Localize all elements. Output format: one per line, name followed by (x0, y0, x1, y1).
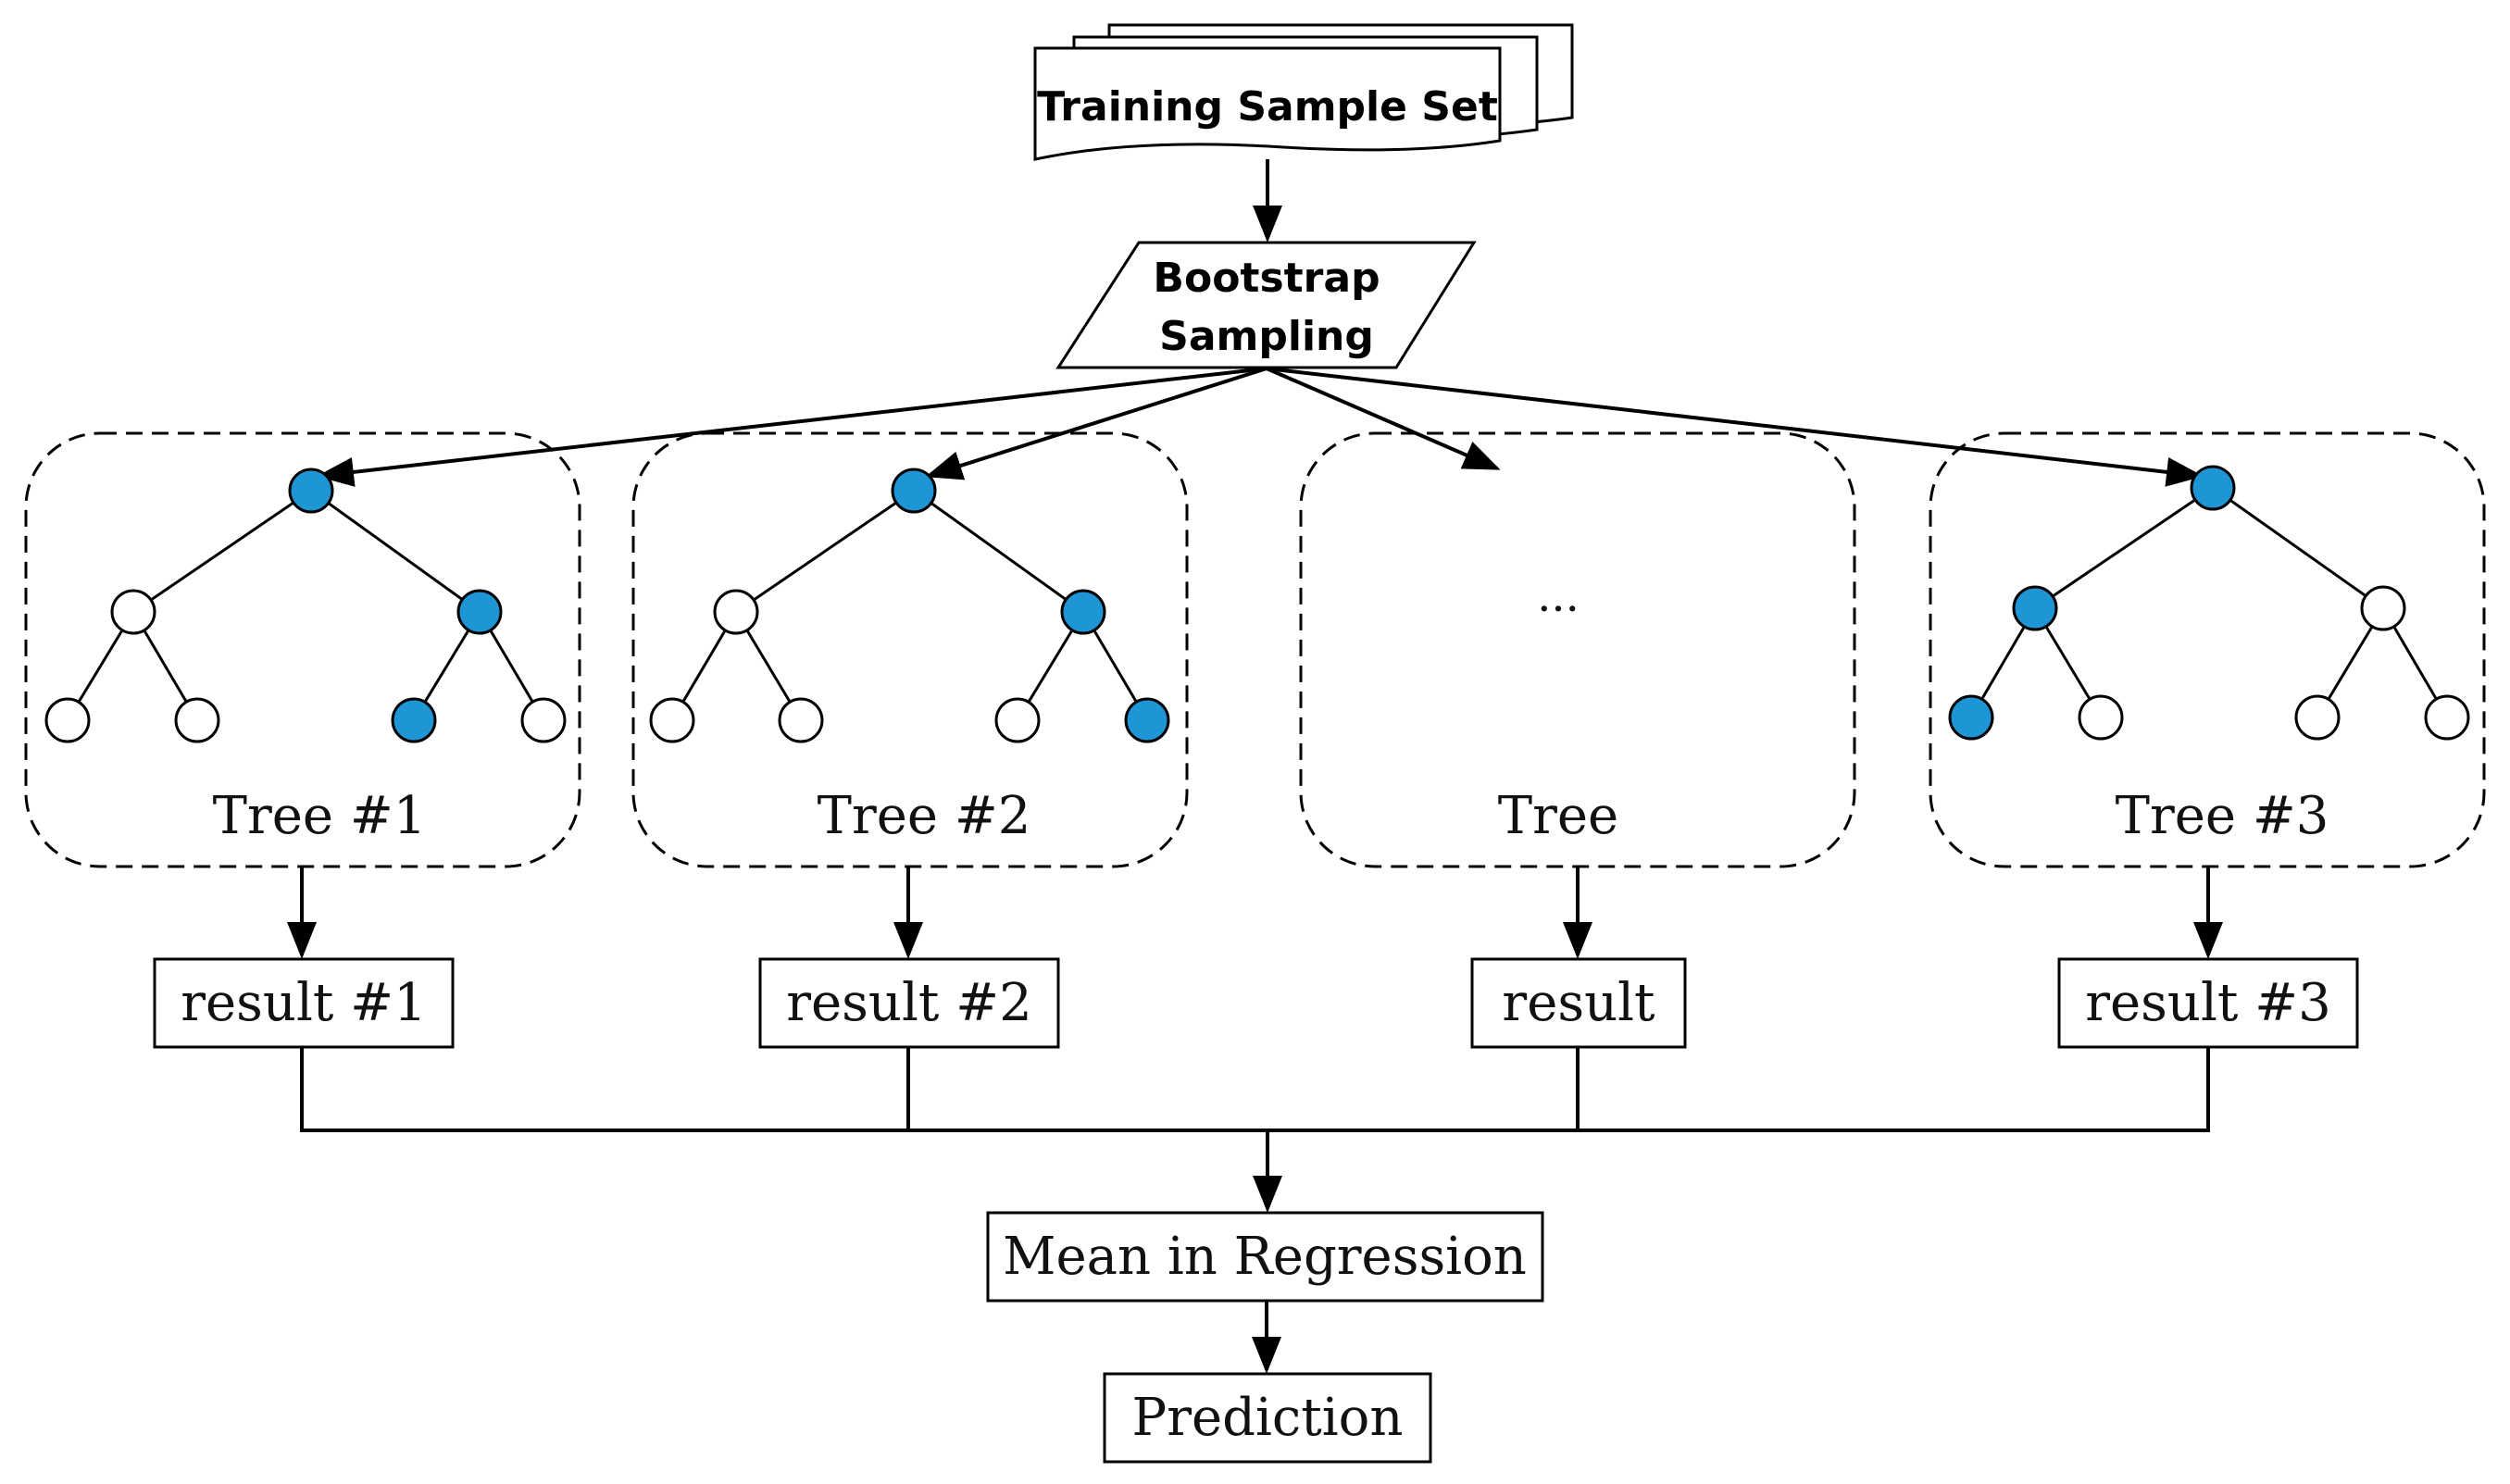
tree-3-left-right-node (2078, 694, 2124, 741)
tree-2-left-left-node (649, 697, 695, 743)
result-2-node: result #2 (758, 957, 1060, 1049)
tree-3-label: Tree #3 (2116, 786, 2329, 846)
tree-1-left-left-node (44, 697, 91, 743)
tree-2-right-right-node (1124, 697, 1170, 743)
tree-2-group: Tree #2 (631, 431, 1189, 868)
tree-2-left-right-node (778, 697, 824, 743)
result-placeholder-box (1470, 957, 1687, 1049)
result-1-label: result #1 (181, 973, 426, 1033)
document-front (1033, 46, 1502, 161)
tree-2-label: Tree #2 (818, 786, 1031, 846)
result-1-box (153, 957, 455, 1049)
arrow-to-tree-1 (317, 367, 1267, 487)
training-sample-set-label: Training Sample Set (1037, 83, 1498, 131)
tree-3-right-node (2360, 585, 2406, 631)
tree-3-root-node (2190, 465, 2236, 511)
tree-to-result-arrows (287, 867, 2223, 959)
result-3-node: result #3 (2057, 957, 2359, 1049)
tree-placeholder-group: ... Tree (1299, 431, 1856, 868)
bootstrap-to-tree-arrows (317, 367, 2204, 487)
result-3-box (2057, 957, 2359, 1049)
tree-2-right-left-node (994, 697, 1041, 743)
tree-2-right-node (1060, 589, 1106, 635)
tree-1-right-right-node (520, 697, 567, 743)
mean-regression-box (986, 1211, 1544, 1303)
training-sample-set-node: Training Sample Set (1033, 23, 1574, 161)
prediction-node: Prediction (1103, 1372, 1432, 1464)
arrow-to-tree-placeholder (1266, 367, 1501, 470)
bootstrap-sampling-node: Bootstrap Sampling (1055, 241, 1477, 369)
tree-1-left-right-node (174, 697, 220, 743)
prediction-box (1103, 1372, 1432, 1464)
prediction-label: Prediction (1132, 1388, 1404, 1448)
result-1-node: result #1 (153, 957, 455, 1049)
arrow-to-tree-3 (1266, 367, 2204, 487)
tree-3-right-left-node (2294, 694, 2341, 741)
mean-regression-label: Mean in Regression (1003, 1227, 1527, 1287)
result-placeholder-node: result (1470, 957, 1687, 1049)
tree-2-left-node (713, 589, 759, 635)
result-placeholder-label: result (1502, 973, 1655, 1033)
tree-placeholder-ellipsis: ... (1537, 570, 1580, 622)
tree-placeholder-label: Tree (1498, 786, 1618, 846)
tree-1-label: Tree #1 (213, 786, 427, 846)
result-3-label: result #3 (2085, 973, 2330, 1033)
aggregation-connector (300, 1047, 2210, 1132)
tree-3-group: Tree #3 (1929, 431, 2486, 868)
tree-3-right-right-node (2424, 694, 2470, 741)
bootstrap-label-line1: Bootstrap (1153, 255, 1380, 302)
bootstrap-parallelogram (1055, 241, 1477, 369)
tree-3-left-node (2012, 585, 2058, 631)
tree-3-left-left-node (1948, 694, 1994, 741)
arrow-to-tree-2 (925, 367, 1267, 480)
tree-1-right-left-node (391, 697, 437, 743)
tree-1-right-node (456, 589, 503, 635)
result-2-label: result #2 (786, 973, 1031, 1033)
tree-1-group: Tree #1 (24, 431, 581, 868)
tree-2-root-node (891, 468, 937, 514)
bootstrap-label-line2: Sampling (1159, 313, 1374, 360)
mean-regression-node: Mean in Regression (986, 1211, 1544, 1303)
tree-1-left-node (110, 589, 156, 635)
result-2-box (758, 957, 1060, 1049)
tree-1-root-node (288, 468, 334, 514)
